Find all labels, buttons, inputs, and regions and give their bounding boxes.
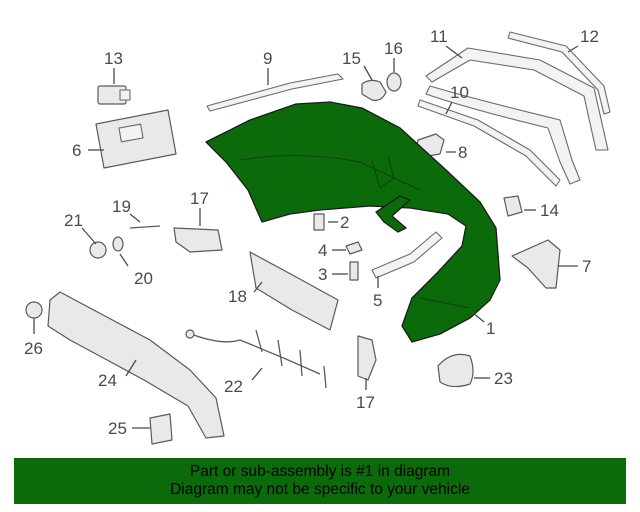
part-13-sensor[interactable] [97, 85, 131, 105]
callout-2[interactable]: 2 [340, 213, 349, 232]
part-15-sensor[interactable] [361, 79, 387, 101]
leader-22 [251, 367, 263, 381]
callout-16[interactable]: 16 [384, 39, 403, 58]
callout-21[interactable]: 21 [64, 211, 83, 230]
callout-15[interactable]: 15 [342, 49, 361, 68]
callout-13[interactable]: 13 [104, 49, 123, 68]
leader-10 [445, 101, 453, 115]
part-14-cover[interactable] [503, 195, 523, 217]
part-17-bracket-upper[interactable] [173, 227, 223, 253]
parts-diagram: 1 2 3 4 5 6 7 8 9 10 11 12 13 14 15 16 1… [24, 27, 611, 445]
part-17-bracket-lower[interactable] [357, 335, 377, 381]
callout-7[interactable]: 7 [582, 257, 591, 276]
callout-19[interactable]: 19 [112, 197, 131, 216]
part-18-absorber[interactable] [249, 251, 339, 331]
banner-line-1: Part or sub-assembly is #1 in diagram [189, 463, 451, 480]
part-9-molding[interactable] [206, 73, 344, 112]
info-banner: Part or sub-assembly is #1 in diagram Di… [14, 458, 626, 504]
part-12-molding[interactable] [507, 31, 611, 115]
callout-24[interactable]: 24 [98, 371, 117, 390]
callout-26[interactable]: 26 [24, 339, 43, 358]
callout-14[interactable]: 14 [540, 201, 559, 220]
part-26-grommet[interactable] [25, 301, 43, 319]
part-20-washer[interactable] [112, 236, 124, 252]
part-23-mount[interactable] [437, 353, 474, 388]
part-25-plate[interactable] [149, 413, 173, 445]
leader-18 [253, 281, 263, 293]
part-11-trim[interactable] [425, 47, 609, 185]
callout-18[interactable]: 18 [228, 287, 247, 306]
leader-19 [129, 213, 141, 223]
part-5-rail[interactable] [371, 231, 443, 279]
callout-23[interactable]: 23 [494, 369, 513, 388]
callout-17-upper[interactable]: 17 [190, 189, 209, 208]
leader-11 [445, 45, 463, 59]
leader-1 [471, 311, 485, 323]
callout-11[interactable]: 11 [430, 27, 448, 46]
part-21-nut[interactable] [89, 241, 107, 259]
callout-10[interactable]: 10 [450, 83, 469, 102]
callout-6[interactable]: 6 [72, 141, 81, 160]
part-7-bracket[interactable] [511, 239, 561, 289]
leader-12 [567, 45, 579, 53]
part-22-wiring-harness[interactable] [185, 329, 327, 389]
part-24-reinforcement[interactable] [47, 291, 225, 439]
leader-24 [125, 359, 137, 377]
callout-1[interactable]: 1 [486, 319, 495, 338]
callout-22[interactable]: 22 [224, 377, 243, 396]
part-2-screw[interactable] [313, 213, 325, 231]
leader-20 [119, 253, 129, 267]
leader-21 [81, 227, 97, 245]
callout-25[interactable]: 25 [108, 419, 127, 438]
callout-5[interactable]: 5 [373, 291, 382, 310]
callout-4[interactable]: 4 [318, 241, 327, 260]
callout-17-lower[interactable]: 17 [356, 393, 375, 412]
part-6-panel[interactable] [95, 109, 177, 169]
part-16-clip[interactable] [386, 72, 402, 92]
banner-line-2: Diagram may not be specific to your vehi… [170, 481, 470, 498]
callout-3[interactable]: 3 [318, 265, 327, 284]
part-10-strip[interactable] [417, 99, 561, 187]
part-3-bolt[interactable] [349, 261, 359, 281]
callout-12[interactable]: 12 [580, 27, 599, 46]
part-1-bumper-cover[interactable] [205, 101, 501, 343]
part-19-pin[interactable] [129, 225, 161, 229]
callout-8[interactable]: 8 [458, 143, 467, 162]
part-4-clip[interactable] [345, 241, 363, 255]
callout-9[interactable]: 9 [263, 49, 272, 68]
leader-15 [363, 65, 373, 81]
callout-20[interactable]: 20 [134, 269, 153, 288]
